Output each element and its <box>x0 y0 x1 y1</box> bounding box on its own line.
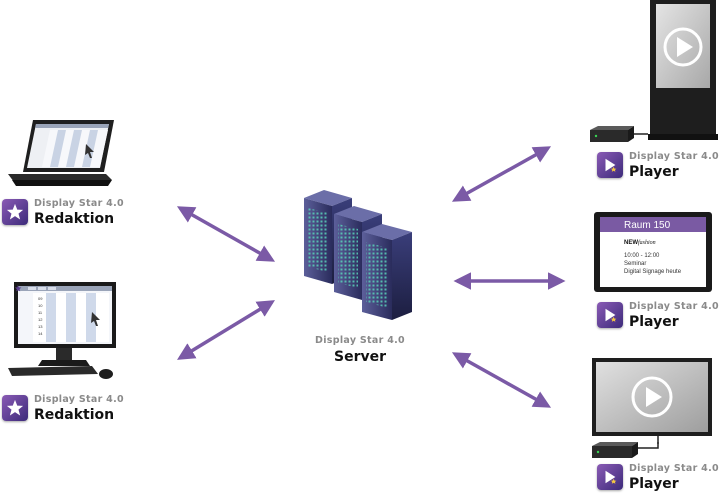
player-label-middle: Display Star 4.0 Player <box>597 302 719 329</box>
player-label-bottom: Display Star 4.0 Player <box>597 464 719 491</box>
star-logo-icon <box>2 395 28 422</box>
play-icon <box>663 27 703 67</box>
play-icon <box>631 376 673 418</box>
arrow-redaktion-top-server <box>176 206 276 262</box>
role-name: Redaktion <box>34 210 115 227</box>
role-name: Redaktion <box>34 406 115 423</box>
server-unit <box>362 224 412 320</box>
server-label: Display Star 4.0 Server <box>300 336 420 364</box>
room-display-icon: Raum 150 NEW fashion 10:00 - 12:00 Semin… <box>594 212 712 292</box>
media-player-box-icon <box>592 442 659 458</box>
monitor-row-label: 10 <box>38 303 43 308</box>
monitor-row-label: 09 <box>38 296 43 301</box>
laptop-icon <box>8 120 114 186</box>
monitor-row-label: 11 <box>38 310 43 315</box>
event-name: Seminar <box>624 261 646 267</box>
star-logo-icon <box>597 302 623 329</box>
event-time: 10:00 - 12:00 <box>624 253 660 259</box>
product-name: Display Star 4.0 <box>34 198 124 209</box>
arrow-server-player-bottom <box>451 352 552 408</box>
role-name: Player <box>629 313 679 330</box>
brand-script: fashion <box>638 239 656 246</box>
player-label-top: Display Star 4.0 Player <box>597 152 719 179</box>
product-name: Display Star 4.0 <box>629 151 719 162</box>
star-logo-icon <box>597 464 623 491</box>
monitor-row-label: 14 <box>38 331 43 336</box>
desktop-icon: 09 10 11 12 13 14 <box>8 282 116 379</box>
star-logo-icon <box>597 152 623 179</box>
monitor-row-label: 13 <box>38 324 43 329</box>
tv-screen-icon <box>592 358 712 444</box>
editor-label-bottom: Display Star 4.0 Redaktion <box>2 395 124 422</box>
monitor-row-label: 12 <box>38 317 43 322</box>
kiosk-stele-icon <box>648 0 718 140</box>
arrow-redaktion-bottom-server <box>177 300 275 360</box>
server-rack-icon <box>304 190 412 320</box>
editor-label-top: Display Star 4.0 Redaktion <box>2 199 124 226</box>
arrow-server-player-top <box>451 146 552 202</box>
brand-name: NEW <box>624 240 638 246</box>
room-title: Raum 150 <box>624 220 671 231</box>
media-player-box-icon <box>590 126 648 142</box>
role-name: Server <box>333 348 386 365</box>
event-subtitle: Digital Signage heute <box>624 269 682 275</box>
product-name: Display Star 4.0 <box>629 301 719 312</box>
role-name: Player <box>629 475 679 492</box>
role-name: Player <box>629 163 679 180</box>
product-name: Display Star 4.0 <box>315 335 405 346</box>
product-name: Display Star 4.0 <box>34 394 124 405</box>
product-name: Display Star 4.0 <box>629 463 719 474</box>
star-logo-icon <box>2 199 28 226</box>
